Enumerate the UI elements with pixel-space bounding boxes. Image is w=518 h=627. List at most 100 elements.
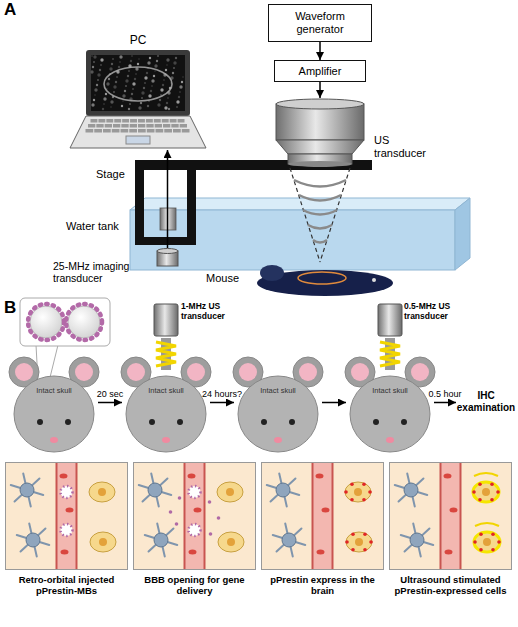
ultrasound-speckle	[134, 78, 136, 80]
ultrasound-speckle	[181, 81, 183, 83]
laptop-base	[70, 116, 206, 148]
prestin-dot	[351, 548, 355, 552]
ultrasound-speckle	[182, 76, 183, 77]
step-panel: pPrestin express in the brain	[261, 462, 384, 570]
ultrasound-speckle	[159, 99, 161, 101]
laptop-key	[122, 119, 129, 123]
prestin-dot	[491, 548, 495, 552]
step-caption: pPrestin express in the brain	[259, 574, 386, 596]
node-shape	[261, 462, 384, 570]
prestin-dot	[491, 532, 495, 536]
red-blood-cell	[445, 550, 453, 555]
ultrasound-speckle	[119, 55, 122, 58]
laptop-key	[163, 124, 170, 128]
ultrasound-speckle	[100, 64, 101, 65]
astrocyte-body	[410, 533, 424, 547]
vessel-wall	[76, 463, 78, 569]
laptop-key	[130, 124, 137, 128]
cell-nucleus	[99, 538, 107, 546]
imaging-transducer-top	[157, 249, 178, 254]
ultrasound-speckle	[157, 103, 160, 106]
ultrasound-speckle	[166, 64, 167, 65]
prestin-dot	[368, 490, 372, 494]
wave-front	[303, 210, 337, 215]
prestin-dot	[350, 482, 354, 486]
prestin-dot	[478, 482, 482, 486]
stimulation-wave	[474, 473, 498, 476]
device-label: 25-MHz imaging transducer	[53, 260, 151, 284]
laptop-key	[103, 129, 111, 133]
ultrasound-speckle	[148, 94, 151, 97]
prestin-dot	[496, 490, 500, 494]
ultrasound-speckle	[105, 93, 107, 95]
ultrasound-speckle	[122, 100, 123, 101]
gene-particle	[217, 516, 221, 520]
arrow-connector	[98, 402, 122, 404]
stage-base	[135, 237, 196, 245]
ultrasound-speckle	[109, 67, 112, 70]
ultrasound-speckle	[115, 81, 117, 83]
ultrasound-speckle	[135, 73, 136, 74]
prestin-dot	[350, 498, 354, 502]
laptop-touchpad	[126, 136, 150, 144]
ultrasound-speckle	[97, 79, 98, 80]
laptop-key	[146, 119, 153, 123]
blood-vessel	[313, 463, 333, 569]
ultrasound-speckle	[108, 78, 110, 80]
ultrasound-speckle	[113, 85, 116, 88]
laptop-key	[94, 129, 102, 133]
cell-nucleus	[226, 488, 234, 496]
neuron-cell	[346, 532, 372, 552]
mouse-head: Intact skull	[122, 350, 210, 455]
wave-front	[299, 195, 341, 201]
arrow-connector	[319, 42, 321, 60]
ultrasound-speckle	[125, 79, 128, 82]
ultrasound-speckle	[179, 91, 180, 92]
ultrasound-speckle	[92, 66, 94, 68]
part-label: Mouse	[206, 272, 239, 285]
ultrasound-speckle	[146, 72, 148, 74]
ultrasound-speckle	[176, 106, 177, 107]
panel-letter: B	[4, 298, 16, 318]
box-label: Waveform generator	[282, 10, 358, 36]
ultrasound-speckle	[173, 67, 174, 68]
laptop-key	[121, 129, 129, 133]
tank-front	[130, 210, 455, 270]
laptop-key	[138, 129, 146, 133]
node-label: Intact skull	[346, 386, 434, 395]
tank-top	[130, 198, 470, 210]
ultrasound-speckle	[131, 93, 133, 95]
blood-vessel	[185, 463, 205, 569]
red-blood-cell	[444, 474, 452, 479]
mouse-head: Intact skull	[10, 350, 98, 455]
prestin-dot	[479, 548, 483, 552]
ultrasound-speckle	[165, 69, 167, 71]
panel-background	[6, 463, 128, 570]
mouse-eye	[401, 419, 407, 425]
mouse-inner-ear	[75, 363, 93, 381]
astrocyte-body	[276, 483, 290, 497]
neuron-cell	[89, 482, 115, 502]
red-blood-cell	[66, 508, 74, 513]
blood-vessel	[57, 463, 77, 569]
vessel-wall	[332, 463, 334, 569]
cell-nucleus	[355, 538, 363, 546]
tank-side	[455, 198, 470, 270]
cell-nucleus	[482, 488, 490, 496]
ultrasound-speckle	[137, 63, 139, 65]
laptop-key	[147, 129, 155, 133]
ultrasound-speckle	[153, 75, 155, 77]
mouse-nose	[162, 437, 170, 443]
mouse-eye	[372, 278, 376, 282]
neuron-cell	[473, 482, 499, 502]
ultrasound-speckle	[93, 61, 94, 62]
neuron-cell	[345, 482, 371, 502]
gene-particle	[169, 510, 173, 514]
laptop-key	[138, 119, 145, 123]
inset-box	[20, 298, 110, 346]
laptop-key	[146, 124, 153, 128]
ultrasound-speckle	[102, 108, 104, 110]
node-shape	[10, 350, 98, 455]
ultrasound-speckle	[141, 91, 144, 94]
device-label: 1-MHz US transducer	[181, 302, 239, 322]
